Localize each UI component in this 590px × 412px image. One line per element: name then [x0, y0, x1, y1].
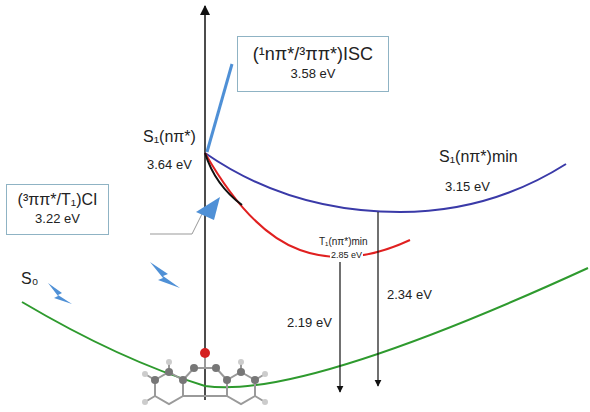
- state-box: (¹nπ*/³ππ*)ISC3.58 eV: [237, 36, 389, 92]
- light-bolt: [48, 283, 72, 304]
- light-bolt: [150, 262, 180, 288]
- emission-arrow: [377, 212, 378, 386]
- energy-value: 2.19 eV: [286, 316, 333, 331]
- energy-value: 2.34 eV: [386, 288, 433, 303]
- energy-value: 3.64 eV: [146, 158, 193, 173]
- state-name: (³ππ*/T₁)CI: [17, 190, 98, 211]
- leader-line: [150, 210, 204, 234]
- state-box: (³ππ*/T₁)CI3.22 eV: [6, 184, 109, 235]
- state-label: S₀: [20, 270, 39, 288]
- crossing-curve: [205, 153, 242, 205]
- leader-line: [207, 64, 232, 152]
- energy-value: 3.22 eV: [17, 211, 98, 228]
- ground-state-curve: [22, 268, 588, 387]
- energy-value: 3.58 eV: [252, 66, 374, 83]
- state-label: S₁(nπ*)min: [438, 148, 519, 166]
- state-label: S₁(nπ*): [142, 128, 197, 146]
- emission-arrow: [339, 262, 340, 392]
- pointer-marker: [196, 197, 220, 220]
- energy-value: 3.15 eV: [444, 180, 491, 195]
- energy-axis: [204, 6, 206, 400]
- t1-curve: [205, 153, 410, 257]
- energy-value: 2.85 eV: [330, 250, 363, 260]
- molecule: [145, 356, 265, 404]
- state-name: (¹nπ*/³ππ*)ISC: [252, 43, 374, 66]
- state-label: T₁(nπ*)min: [318, 236, 369, 248]
- molecule-atoms: [142, 348, 268, 405]
